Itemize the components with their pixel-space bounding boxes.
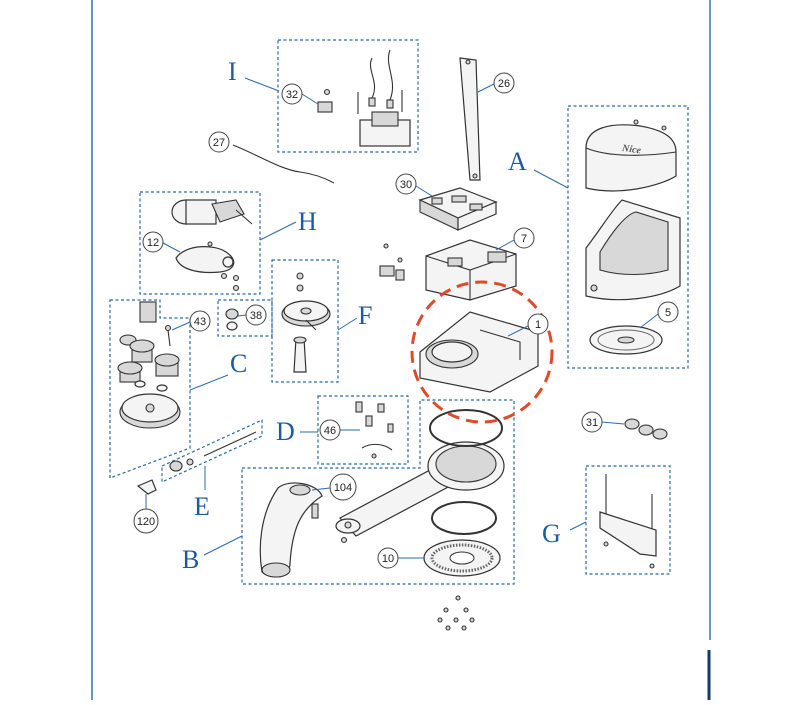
group-label-b: B <box>182 545 199 574</box>
bracket-120 <box>136 479 157 495</box>
svg-text:46: 46 <box>324 425 336 437</box>
gasket-12 <box>175 246 235 274</box>
screws-h <box>207 241 240 292</box>
group-label-c: C <box>230 349 247 378</box>
release-parts-d <box>355 401 394 459</box>
group-label-a: A <box>508 147 527 176</box>
callout-32: 32 <box>281 83 319 105</box>
svg-text:38: 38 <box>250 310 262 322</box>
group-label-d: D <box>276 417 295 446</box>
svg-text:1: 1 <box>535 319 541 331</box>
svg-text:43: 43 <box>194 316 206 328</box>
connector-terminal <box>317 88 333 113</box>
svg-text:30: 30 <box>400 179 412 191</box>
svg-text:27: 27 <box>213 137 225 149</box>
group-b-box <box>241 399 515 585</box>
callout-27: 27 <box>208 131 230 153</box>
base-1 <box>419 311 539 393</box>
group-e-box <box>161 419 263 483</box>
arm-104 <box>259 482 323 578</box>
callout-38: 38 <box>237 304 267 326</box>
housing-a <box>585 199 681 301</box>
group-h-leader <box>259 221 297 241</box>
callout-12: 12 <box>142 231 181 253</box>
gear-f <box>281 272 331 373</box>
cover-7 <box>425 239 517 301</box>
callout-1: 1 <box>507 313 549 337</box>
svg-text:104: 104 <box>334 482 352 494</box>
o-ring-upper <box>429 409 503 447</box>
o-ring-lower <box>431 501 497 535</box>
group-d-box <box>317 395 409 465</box>
svg-text:31: 31 <box>586 417 598 429</box>
callout-104: 104 <box>311 473 357 501</box>
callout-43: 43 <box>171 310 211 332</box>
svg-text:10: 10 <box>382 553 394 565</box>
callout-120: 120 <box>133 494 159 534</box>
callout-10: 10 <box>377 547 424 569</box>
pin-43 <box>164 324 172 347</box>
group-a-leader <box>533 169 569 189</box>
group-h-box <box>139 191 261 295</box>
svg-text:12: 12 <box>147 237 159 249</box>
motor-part <box>171 199 253 225</box>
cable-27 <box>232 144 335 184</box>
callout-30: 30 <box>395 173 433 197</box>
group-label-g: G <box>542 519 561 548</box>
group-f-leader <box>337 317 358 331</box>
callout-26: 26 <box>477 72 515 94</box>
svg-text:5: 5 <box>665 307 671 319</box>
gear-stack-c <box>117 301 181 429</box>
bushing-38 <box>225 308 239 331</box>
group-g-box <box>585 465 671 575</box>
control-board-30 <box>418 187 498 231</box>
callout-31: 31 <box>581 411 625 433</box>
group-c-leader <box>189 374 229 391</box>
svg-text:26: 26 <box>498 78 510 90</box>
top-cover-a: Nice <box>585 119 677 192</box>
disk-5 <box>589 325 663 355</box>
screw-b <box>340 536 348 544</box>
shaft-e <box>169 431 257 472</box>
anchor-bracket-g <box>599 474 657 569</box>
group-label-f: F <box>358 301 372 330</box>
group-i-box <box>277 39 419 153</box>
group-i-leader <box>244 77 280 92</box>
group-b-leader <box>203 535 243 556</box>
svg-text:120: 120 <box>137 516 155 528</box>
callout-46: 46 <box>319 419 360 441</box>
group-g-leader <box>569 521 587 531</box>
group-a-box <box>567 105 689 369</box>
pin-b <box>311 503 319 519</box>
screws-bottom <box>437 595 475 631</box>
group-label-e: E <box>194 492 210 521</box>
small-parts-7 <box>379 243 405 281</box>
group-38-box <box>217 299 273 337</box>
transformer-part <box>359 111 411 147</box>
washers-31 <box>624 418 668 440</box>
disk-10 <box>423 539 501 577</box>
strap-26 <box>459 57 481 181</box>
callout-7: 7 <box>495 227 535 251</box>
wire-pair <box>357 49 403 114</box>
svg-text:32: 32 <box>286 89 298 101</box>
group-label-h: H <box>298 207 317 236</box>
svg-text:7: 7 <box>521 233 527 245</box>
lever-arm <box>335 441 505 537</box>
group-label-i: I <box>228 57 237 86</box>
highlight-circle <box>410 280 554 424</box>
group-f-box <box>271 259 339 383</box>
callout-5: 5 <box>639 301 679 329</box>
group-c-box <box>109 299 191 479</box>
brand-logo: Nice <box>620 143 642 157</box>
